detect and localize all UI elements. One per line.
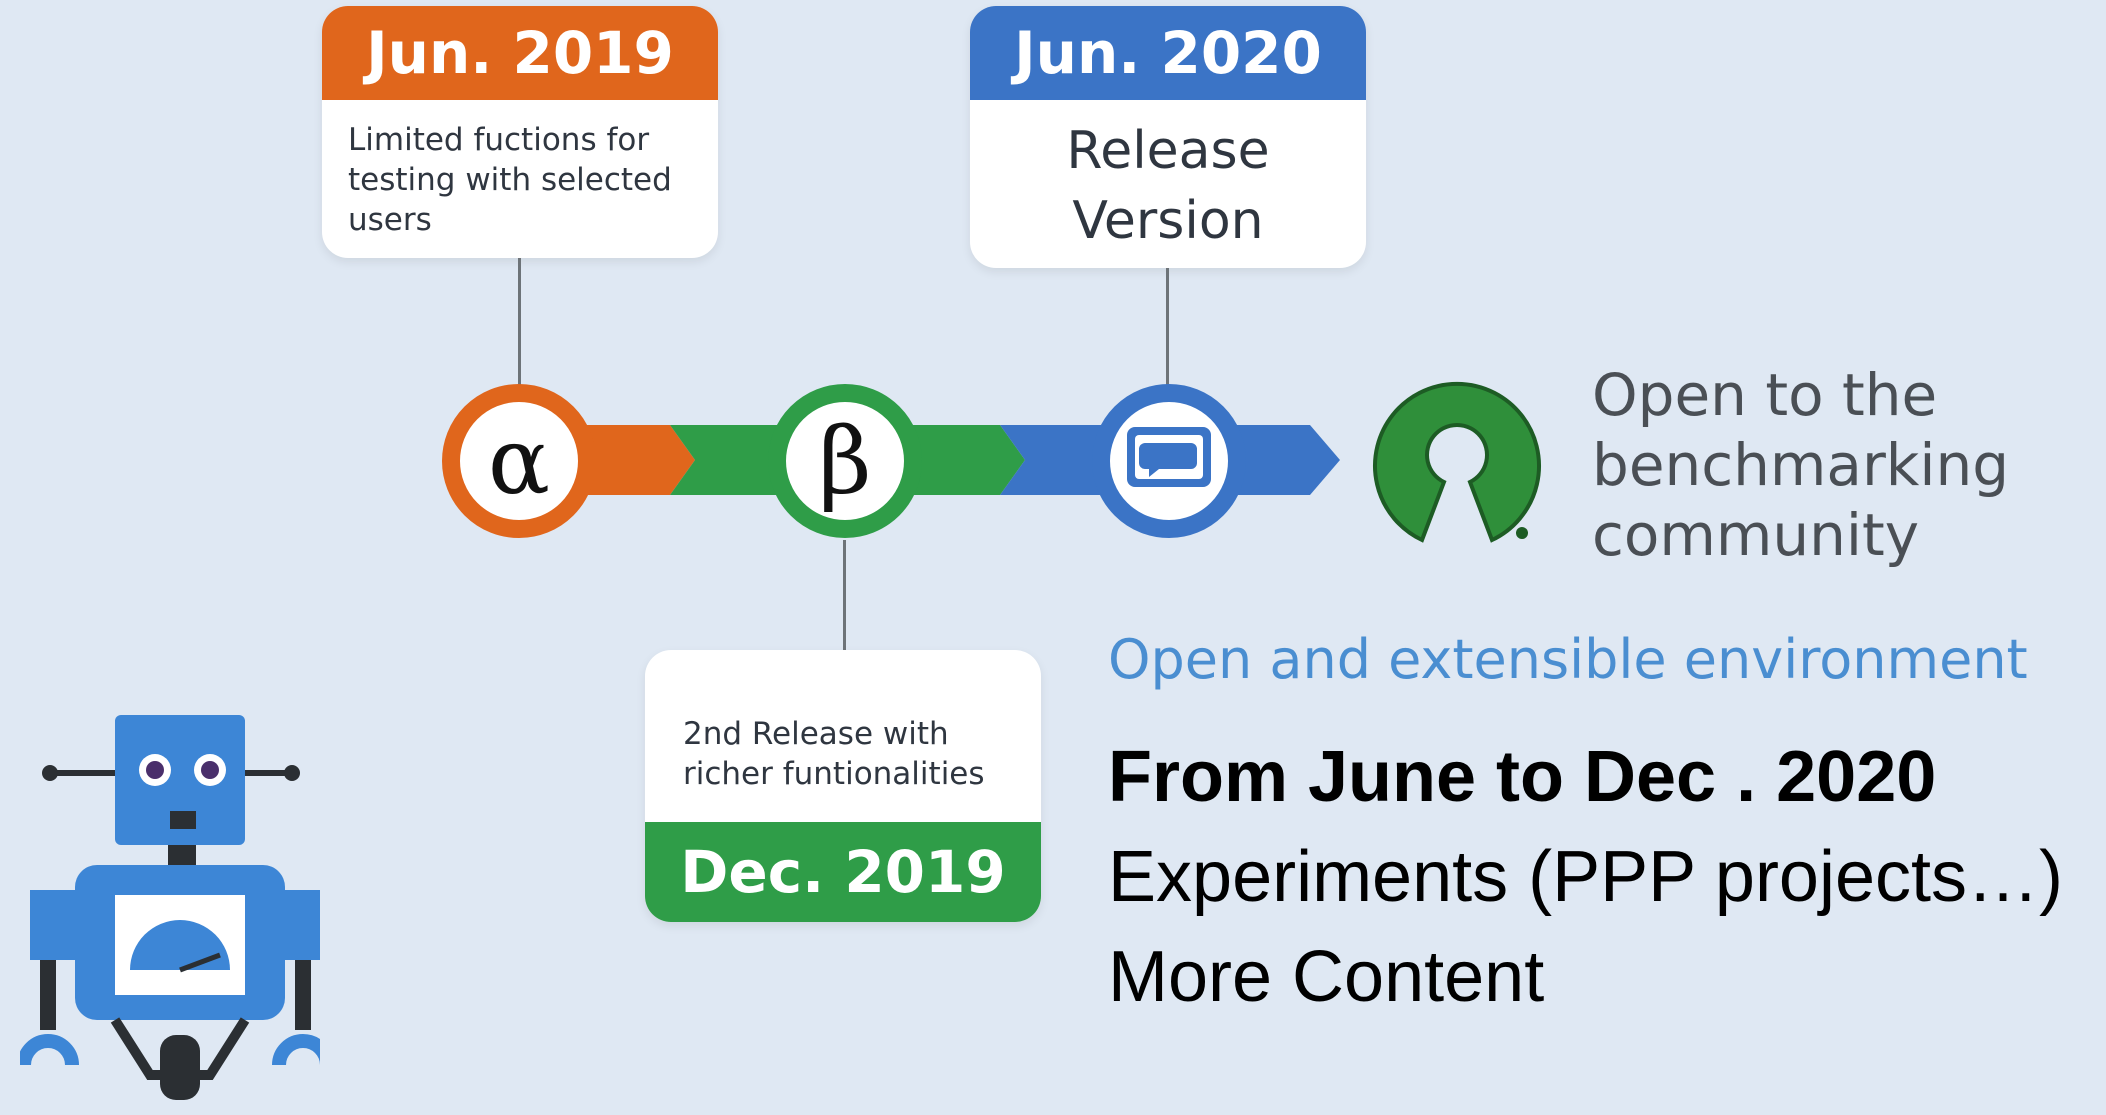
plan-item-experiments: Experiments (PPP projects…) <box>1108 837 2063 917</box>
open-source-text: Open to the benchmarking community <box>1592 360 2009 570</box>
connector-alpha <box>518 258 521 388</box>
milestone-description-alpha: Limited fuctions for testing with select… <box>348 122 672 238</box>
open-source-line-3: community <box>1592 501 1920 569</box>
plan-item-content: More Content <box>1108 937 1545 1017</box>
plan-heading: From June to Dec . 2020 <box>1108 737 1937 817</box>
chat-screen-icon <box>1127 427 1211 487</box>
milestone-card-alpha: Jun. 2019 Limited fuctions for testing w… <box>322 6 718 258</box>
open-source-line-1: Open to the <box>1592 361 1938 429</box>
robot-mascot-icon <box>20 715 320 1100</box>
milestone-date-release: Jun. 2020 <box>970 6 1366 100</box>
alpha-symbol: α <box>487 407 551 515</box>
beta-symbol: β <box>818 407 872 515</box>
milestone-description-beta: 2nd Release with richer funtionalities <box>683 716 985 792</box>
open-source-keyhole-logo <box>1373 381 1541 543</box>
open-source-line-2: benchmarking <box>1592 431 2010 499</box>
milestone-date-beta: Dec. 2019 <box>645 822 1041 922</box>
milestone-description-release: Release Version <box>1066 121 1270 251</box>
milestone-date-alpha: Jun. 2019 <box>322 6 718 100</box>
connector-beta <box>843 540 846 650</box>
connector-release <box>1166 268 1169 388</box>
milestone-card-beta: 2nd Release with richer funtionalities D… <box>645 650 1041 922</box>
alpha-node: α <box>442 384 596 538</box>
release-node <box>1092 384 1246 538</box>
milestone-card-release: Jun. 2020 Release Version <box>970 6 1366 268</box>
beta-node: β <box>768 384 922 538</box>
tagline: Open and extensible environment <box>1108 628 2028 691</box>
